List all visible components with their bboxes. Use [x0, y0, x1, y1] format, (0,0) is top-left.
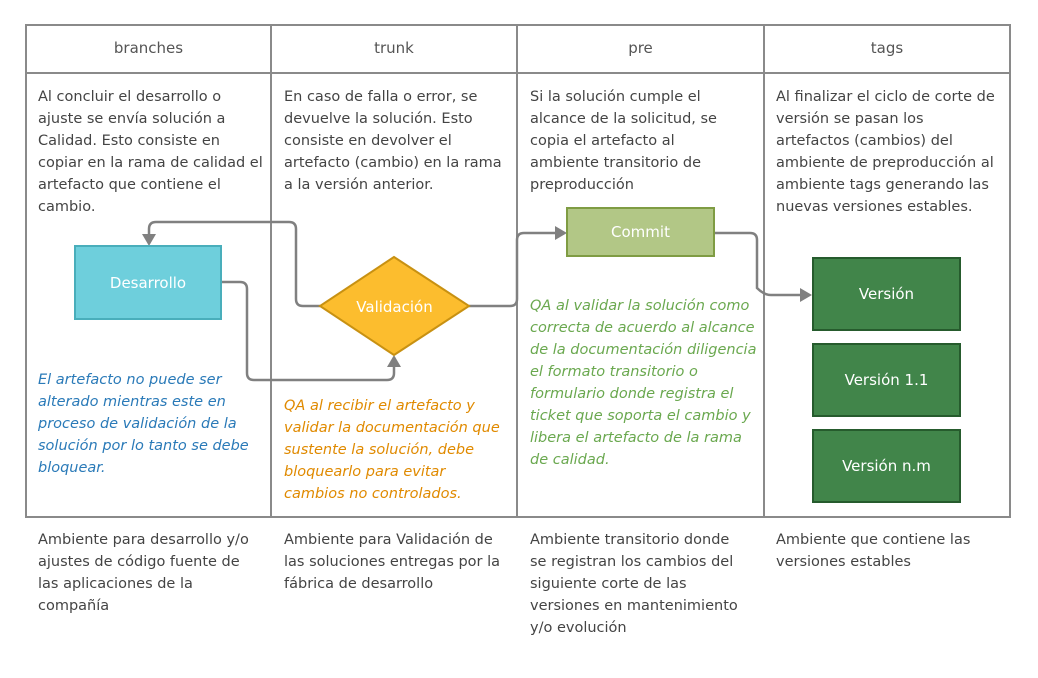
tags-description: Al finalizar el ciclo de corte de versió…	[776, 89, 995, 215]
validacion-diamond	[318, 255, 471, 357]
tags-footer: Ambiente que contiene las versiones esta…	[776, 532, 971, 570]
lane-divider	[763, 24, 765, 516]
connector-validacion-to-commit	[469, 231, 556, 308]
branches-description: Al concluir el desarrollo o ajuste se en…	[38, 89, 263, 215]
desarrollo-node[interactable]: Desarrollo	[74, 245, 222, 320]
pre-note: QA al validar la solución como correcta …	[530, 298, 757, 468]
trunk-footer: Ambiente para Validación de las solucion…	[284, 532, 501, 592]
arrowhead-icon	[387, 355, 401, 367]
branches-footer: Ambiente para desarrollo y/o ajustes de …	[38, 532, 249, 614]
commit-node[interactable]: Commit	[566, 207, 715, 257]
arrowhead-icon	[555, 226, 567, 240]
lane-header-branches: branches	[113, 39, 184, 57]
validacion-node-label[interactable]: Validación	[356, 298, 433, 316]
lane-divider	[270, 24, 272, 516]
pre-footer: Ambiente transitorio donde se registran …	[530, 532, 738, 636]
version-node[interactable]: Versión	[812, 257, 961, 331]
version-n-m-node[interactable]: Versión n.m	[812, 429, 961, 503]
connector-commit-to-version	[715, 231, 802, 297]
arrowhead-icon	[142, 234, 156, 246]
connector-validacion-to-desarrollo	[147, 220, 320, 308]
lane-header-tags: tags	[870, 39, 904, 57]
trunk-description: En caso de falla o error, se devuelve la…	[284, 89, 502, 193]
trunk-note: QA al recibir el artefacto y validar la …	[284, 398, 500, 502]
version-1-1-node[interactable]: Versión 1.1	[812, 343, 961, 417]
branches-note: El artefacto no puede ser alterado mient…	[38, 372, 249, 476]
arrowhead-icon	[800, 288, 812, 302]
pre-description: Si la solución cumple el alcance de la s…	[530, 89, 717, 193]
connector-desarrollo-to-validacion	[222, 280, 396, 382]
lane-header-trunk: trunk	[374, 39, 414, 57]
lane-header-pre: pre	[628, 39, 653, 57]
swimlane-frame	[25, 24, 1011, 518]
